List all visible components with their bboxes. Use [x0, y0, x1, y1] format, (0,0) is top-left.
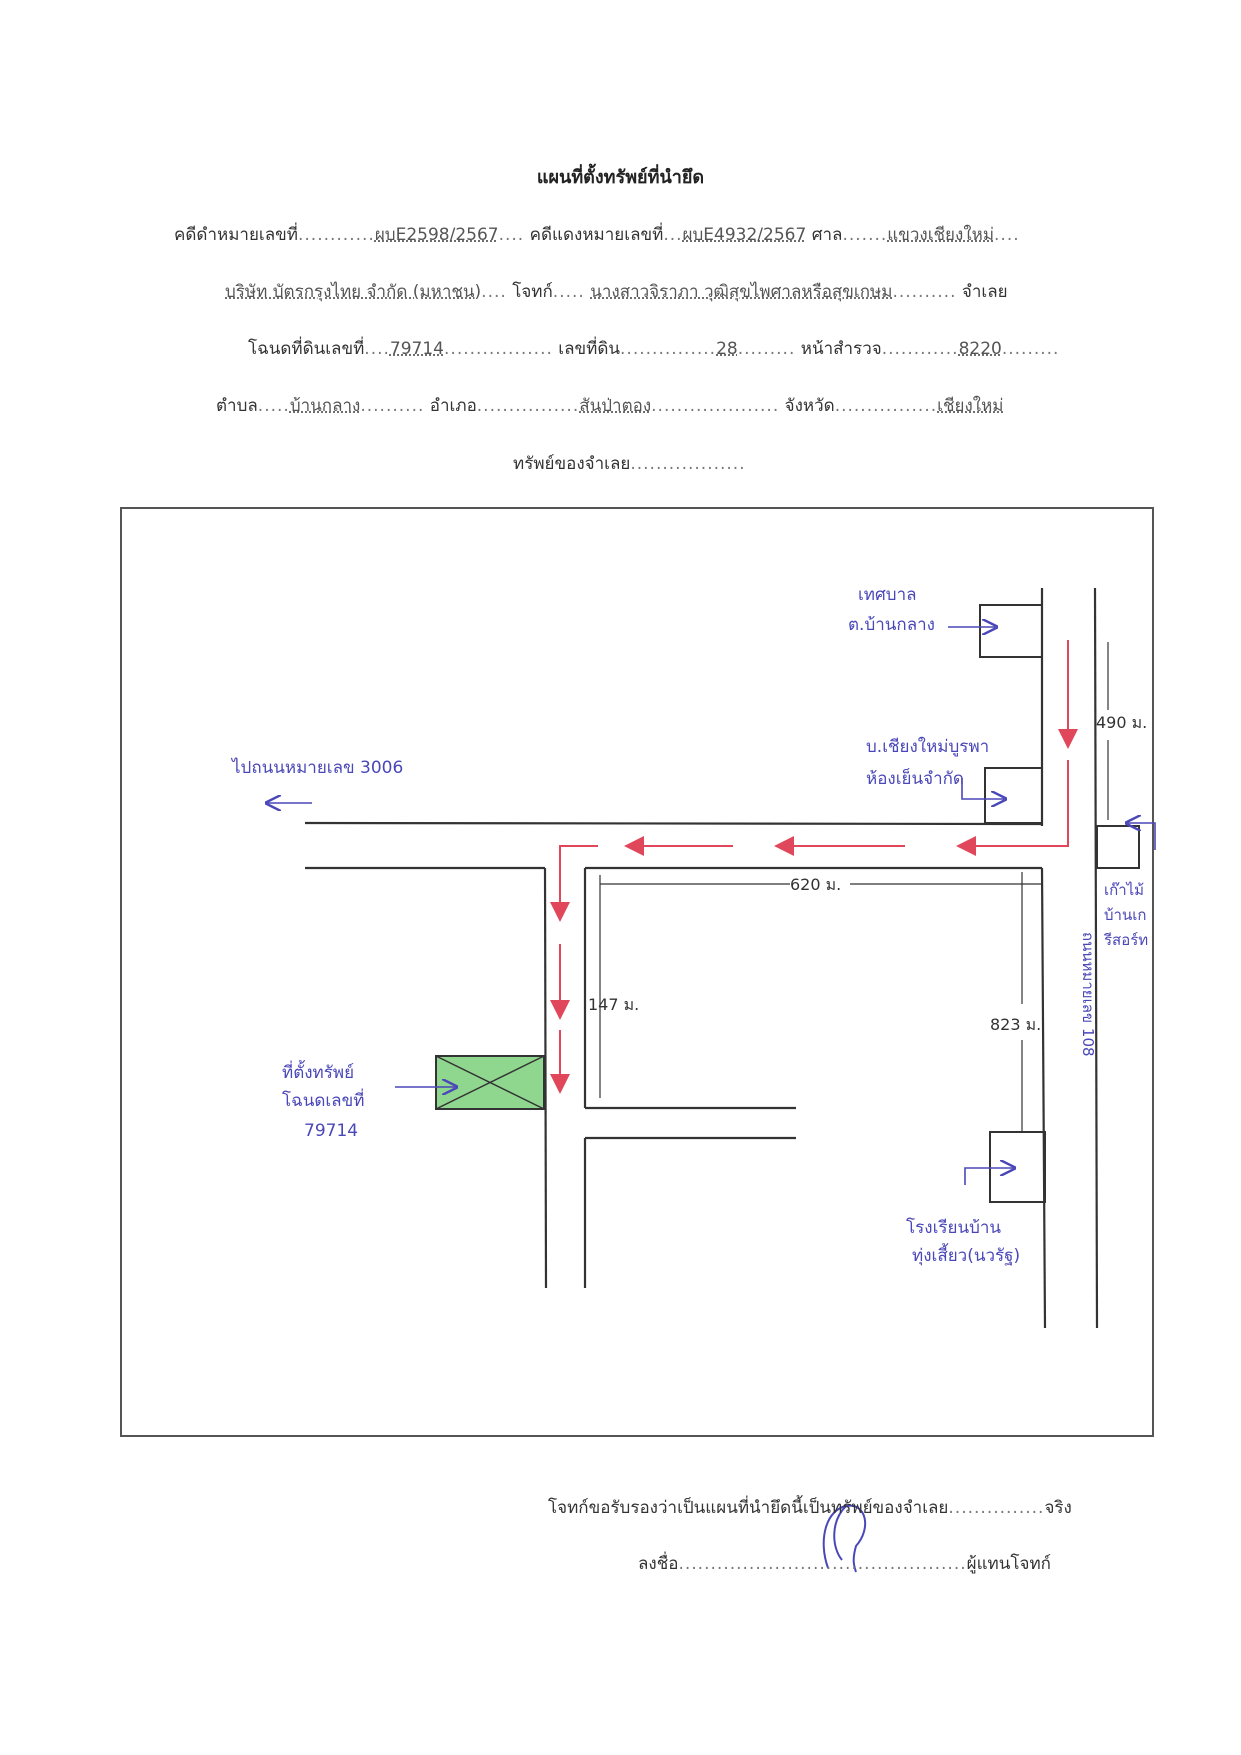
defendant-name: นางสาวจิราภา วุฒิสุขไพศาลหรือสุขเกษม: [590, 282, 893, 302]
school-pointer: [964, 1168, 1013, 1185]
owner-line: ทรัพย์ของจำเลย..................: [513, 454, 746, 474]
resort-pointer: [1128, 823, 1156, 850]
highway-right-edge: [1093, 587, 1099, 1329]
route-arrow-turn: [956, 760, 1069, 856]
deed-number: 79714: [389, 339, 445, 359]
red-case-number: ผบE4932/2567: [682, 225, 807, 245]
subdistrict-label: ตำบล: [216, 396, 258, 416]
pointer-arrows: [268, 627, 1156, 1185]
resort-label-1: เก๊าไม้: [1104, 881, 1144, 899]
side-road-left-edge: [543, 867, 548, 1289]
owner-label: ทรัพย์ของจำเลย: [513, 454, 631, 474]
map-frame: [120, 507, 1154, 1437]
document-title: แผนที่ตั้งทรัพย์ที่นำยึด: [536, 167, 705, 188]
court-label: ศาล: [811, 225, 843, 245]
property-label-3: 79714: [304, 1121, 358, 1141]
land-number: 28: [716, 339, 738, 359]
school-label-1: โรงเรียนบ้าน: [906, 1217, 1001, 1238]
district-label: อำเภอ: [429, 396, 477, 416]
school-label-2: ทุ่งเสี้ยว(นวรัฐ): [912, 1243, 1020, 1266]
land-line: โฉนดที่ดินเลขที่....79714...............…: [248, 339, 1060, 359]
property-label-1: ที่ตั้งทรัพย์: [282, 1060, 354, 1083]
subdistrict-name: บ้านกลาง: [289, 396, 361, 416]
deed-label: โฉนดที่ดินเลขที่: [248, 339, 365, 359]
sign-label: ลงชื่อ: [638, 1554, 679, 1574]
province-label: จังหวัด: [784, 396, 835, 416]
plaintiff-name: บริษัท บัตรกรุงไทย จำกัด (มหาชน): [225, 282, 482, 302]
sign-role: ผู้แทนโจทก์: [966, 1554, 1051, 1574]
survey-label: หน้าสำรวจ: [800, 339, 882, 359]
school-building: [989, 1131, 1046, 1203]
signature-mark: [822, 1504, 866, 1573]
main-road-top-edge: [304, 821, 1043, 826]
black-case-label: คดีดำหมายเลขที่: [174, 225, 298, 245]
municipality-building: [979, 604, 1043, 658]
company-label-1: บ.เชียงใหม่บูรพา: [866, 736, 989, 757]
company-label-2: ห้องเย็นจำกัด: [866, 767, 964, 789]
certification-line: โจทก์ขอรับรองว่าเป็นแผนที่นำยึดนี้เป็นทร…: [548, 1498, 1072, 1518]
certification-end: จริง: [1044, 1498, 1072, 1518]
distance-620-label: 620 ม.: [790, 875, 841, 894]
company-pointer: [961, 778, 1004, 799]
highway-left-edge-bottom: [1040, 867, 1047, 1329]
municipality-label-1: เทศบาล: [858, 585, 917, 605]
survey-number: 8220: [958, 339, 1002, 359]
parties-line: บริษัท บัตรกรุงไทย จำกัด (มหาชน).... โจท…: [225, 282, 1008, 302]
highway-108-label: ถนนหมายเลข 108: [1079, 932, 1097, 1057]
resort-label-3: รีสอร์ท: [1103, 931, 1148, 949]
location-line: ตำบล.....บ้านกลาง.......... อำเภอ.......…: [216, 396, 1004, 416]
property-cross-2: [435, 1055, 545, 1110]
distance-markers: [599, 642, 1109, 1132]
route-arrow-turn-south: [550, 845, 598, 922]
to-highway-label: ไปถนนหมายเลข 3006: [230, 757, 403, 778]
red-case-label: คดีแดงหมายเลขที่: [529, 225, 664, 245]
property-label-2: โฉนดเลขที่: [282, 1088, 364, 1111]
province-name: เชียงใหม่: [937, 396, 1004, 416]
case-line: คดีดำหมายเลขที่............ผบE2598/2567.…: [174, 225, 1020, 245]
distance-823-label: 823 ม.: [990, 1015, 1041, 1034]
distance-490-label: 490 ม.: [1096, 713, 1147, 732]
black-case-number: ผบE2598/2567: [374, 225, 499, 245]
route-arrows: [550, 640, 1078, 1094]
distance-147-label: 147 ม.: [588, 995, 639, 1014]
road-network: [304, 587, 1099, 1329]
municipality-label-2: ต.บ้านกลาง: [848, 615, 935, 635]
resort-label-2: บ้านเก: [1104, 906, 1146, 924]
district-name: สันป่าตอง: [579, 396, 652, 416]
certification-statement: โจทก์ขอรับรองว่าเป็นแผนที่นำยึดนี้เป็นทร…: [548, 1498, 949, 1518]
plaintiff-label: โจทก์: [512, 282, 553, 302]
land-number-label: เลขที่ดิน: [558, 339, 621, 359]
signature-line: ลงชื่อ..................................…: [638, 1554, 1051, 1574]
resort-building: [1096, 825, 1140, 869]
court-name: แขวงเชียงใหม่: [887, 225, 995, 245]
defendant-label: จำเลย: [961, 282, 1008, 302]
company-building: [984, 767, 1043, 824]
